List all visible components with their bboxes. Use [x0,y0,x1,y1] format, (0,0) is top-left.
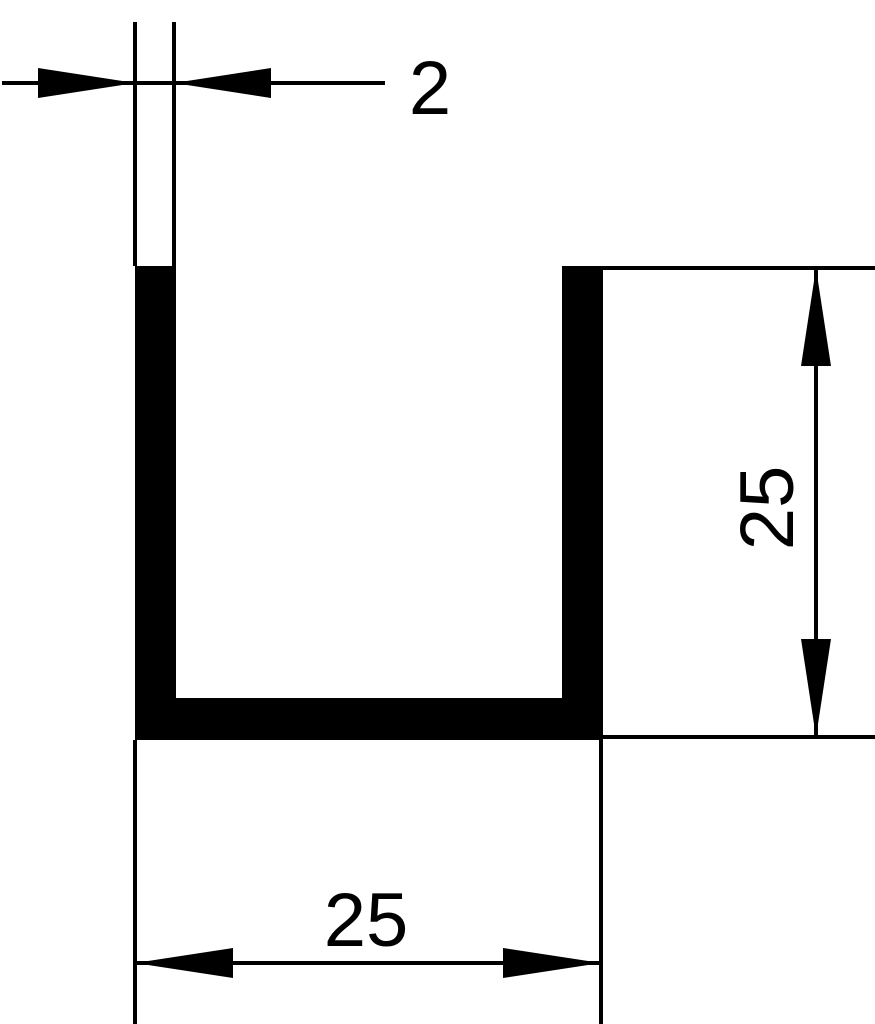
thickness-arrow-right [174,68,271,98]
width-arrow-left [135,948,233,978]
thickness-dimension-label: 2 [409,46,451,131]
height-dimension-label: 25 [725,466,810,551]
u-channel-profile [135,266,603,740]
width-dimension-label: 25 [324,878,409,963]
thickness-arrow-left [38,68,135,98]
width-arrow-right [503,948,601,978]
height-arrow-bottom [801,639,831,737]
height-arrow-top [801,268,831,366]
